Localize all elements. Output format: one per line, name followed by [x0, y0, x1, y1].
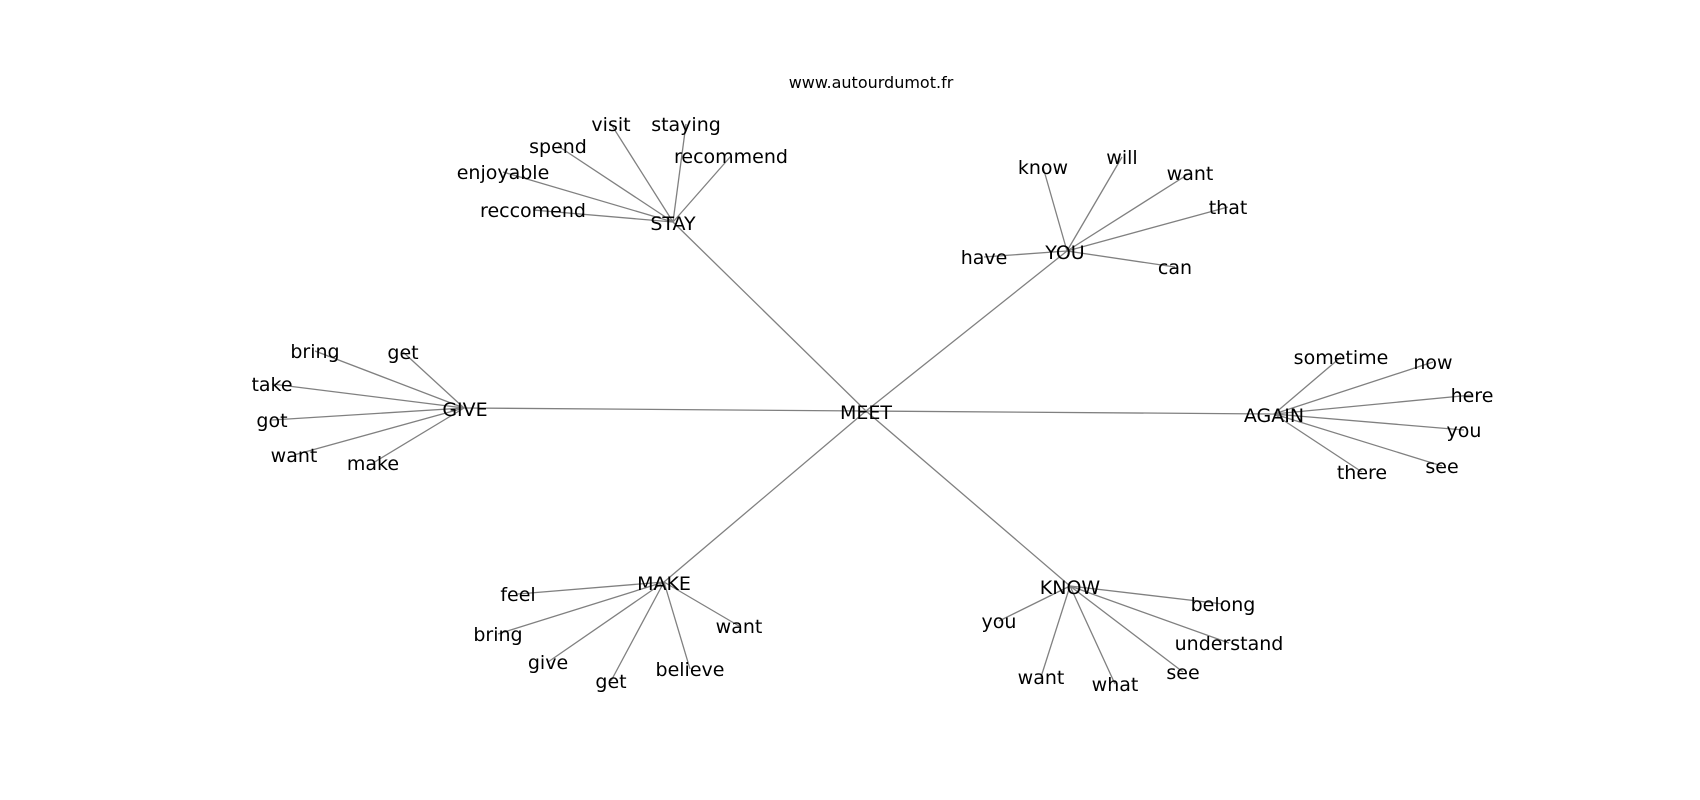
word-node-make-believe: believe	[656, 659, 725, 681]
word-node-make-want: want	[716, 616, 763, 638]
edge-center-know	[865, 410, 1071, 587]
hub-node-make: MAKE	[637, 573, 691, 595]
word-node-give-take: take	[251, 374, 292, 396]
edge-give-make	[372, 407, 465, 464]
edge-know-belong	[1069, 585, 1224, 605]
edge-make-bring	[497, 581, 665, 635]
word-node-you-can: can	[1158, 257, 1192, 279]
word-node-give-get: get	[387, 342, 418, 364]
edge-center-stay	[672, 221, 867, 412]
edge-make-want	[663, 581, 740, 627]
edge-make-get	[610, 581, 665, 682]
edge-again-there	[1273, 413, 1363, 473]
labels-layer: www.autourdumot.fr MEET STAY reccomend enj…	[251, 73, 1493, 696]
hub-node-you: YOU	[1044, 242, 1084, 264]
edge-know-want	[1040, 585, 1071, 678]
edge-give-bring	[314, 350, 465, 409]
word-node-again-there: there	[1337, 462, 1387, 484]
word-node-you-have: have	[961, 247, 1008, 269]
edge-make-believe	[663, 581, 691, 670]
word-node-again-you: you	[1447, 420, 1482, 442]
edge-know-what	[1069, 585, 1116, 685]
word-node-make-feel: feel	[500, 584, 535, 606]
word-node-give-got: got	[256, 410, 287, 432]
edge-center-give	[463, 407, 867, 412]
edge-center-make	[663, 410, 867, 583]
edges-layer	[271, 123, 1473, 685]
edge-stay-enjoyable	[502, 171, 674, 223]
edge-again-sometime	[1273, 356, 1342, 415]
edge-know-see	[1069, 585, 1184, 673]
hub-node-give: GIVE	[442, 399, 487, 421]
word-node-give-want: want	[271, 445, 318, 467]
word-node-again-here: here	[1451, 385, 1494, 407]
edge-know-you	[998, 585, 1071, 622]
word-node-again-see: see	[1425, 456, 1458, 478]
hub-node-know: KNOW	[1040, 577, 1101, 599]
word-node-stay-spend: spend	[529, 136, 587, 158]
word-node-stay-enjoyable: enjoyable	[457, 162, 550, 184]
edge-give-want	[293, 407, 465, 456]
word-node-make-give: give	[528, 652, 568, 674]
word-node-know-understand: understand	[1175, 633, 1284, 655]
word-node-stay-staying: staying	[651, 114, 721, 136]
edge-give-get	[402, 351, 465, 409]
center-node-meet: MEET	[840, 402, 892, 424]
edge-give-take	[271, 383, 465, 409]
word-node-give-make: make	[347, 453, 399, 475]
word-node-stay-visit: visit	[591, 114, 630, 136]
hub-node-again: AGAIN	[1244, 405, 1304, 427]
edge-you-know	[1042, 166, 1068, 252]
edge-stay-reccomend	[532, 209, 674, 223]
edge-center-again	[865, 410, 1275, 415]
word-node-give-bring: bring	[290, 341, 339, 363]
word-node-know-see: see	[1166, 662, 1199, 684]
edge-you-have	[983, 250, 1068, 258]
edge-again-you	[1273, 413, 1465, 431]
edge-you-want	[1066, 172, 1191, 252]
word-node-know-want: want	[1018, 667, 1065, 689]
hub-node-stay: STAY	[650, 213, 696, 235]
edge-stay-visit	[610, 123, 674, 223]
edge-know-understand	[1069, 585, 1230, 644]
word-node-you-know: know	[1018, 157, 1068, 179]
word-node-make-get: get	[595, 671, 626, 693]
site-credit: www.autourdumot.fr	[789, 73, 954, 92]
word-node-you-will: will	[1106, 147, 1137, 169]
edge-you-that	[1066, 206, 1229, 252]
word-node-again-sometime: sometime	[1294, 347, 1389, 369]
edge-you-can	[1066, 250, 1176, 268]
edge-again-here	[1273, 394, 1473, 415]
word-node-you-that: that	[1209, 197, 1248, 219]
word-node-stay-recommend: recommend	[674, 146, 788, 168]
edge-make-give	[547, 581, 665, 663]
word-node-know-belong: belong	[1191, 594, 1256, 616]
word-node-make-bring: bring	[473, 624, 522, 646]
edge-again-now	[1273, 361, 1434, 415]
edge-you-will	[1066, 156, 1123, 252]
word-node-know-you: you	[982, 611, 1017, 633]
edge-make-feel	[517, 581, 665, 595]
edge-stay-recommend	[672, 155, 732, 223]
edge-stay-staying	[672, 123, 687, 223]
word-node-stay-reccomend: reccomend	[480, 200, 586, 222]
edge-center-you	[865, 250, 1068, 412]
word-node-again-now: now	[1413, 352, 1452, 374]
edge-give-got	[271, 407, 465, 421]
edge-stay-spend	[557, 145, 674, 223]
word-node-you-want: want	[1167, 163, 1214, 185]
edge-again-see	[1273, 413, 1443, 467]
word-node-know-what: what	[1092, 674, 1139, 696]
